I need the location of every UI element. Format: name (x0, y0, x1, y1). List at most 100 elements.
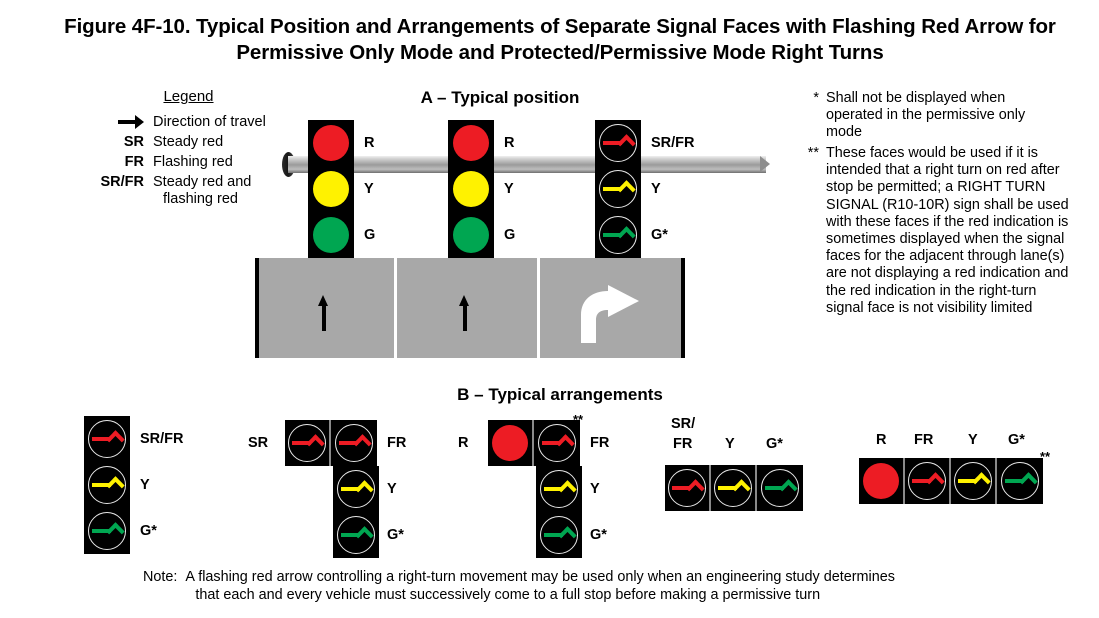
indication-red-ball[interactable] (308, 120, 354, 166)
mast-arm-tip (760, 156, 770, 172)
indication-yellow-arrow[interactable] (536, 466, 582, 512)
indication-green-arrow[interactable] (997, 458, 1043, 504)
lane-line-1 (394, 258, 397, 358)
label-arr5-y: Y (968, 432, 978, 448)
right-arrow-icon (544, 524, 577, 546)
arrangement-3-lower-column (536, 466, 582, 558)
right-arrow-icon (718, 477, 751, 499)
indication-green-arrow[interactable] (595, 212, 641, 258)
note-line-1: A flashing red arrow controlling a right… (185, 569, 895, 585)
right-arrow-icon (339, 432, 372, 454)
road-edge-left (255, 258, 259, 358)
label-arr1-srfr: SR/FR (140, 431, 184, 447)
indication-red-arrow-fr[interactable] (331, 420, 377, 466)
label-arr4-y: Y (725, 436, 735, 452)
right-arrow-icon (603, 178, 636, 200)
note-line-2: that each and every vehicle must success… (195, 587, 821, 603)
indication-yellow-arrow[interactable] (333, 466, 379, 512)
footnote-mark: * (813, 90, 819, 106)
arrangement-4-horizontal (665, 465, 803, 511)
label-head1-g: G (364, 227, 376, 243)
indication-yellow-arrow[interactable] (711, 465, 757, 511)
right-arrow-icon (603, 224, 636, 246)
label-arr3-r: R (458, 435, 469, 451)
indication-yellow-ball[interactable] (448, 166, 494, 212)
label-arr1-g: G* (140, 523, 157, 539)
indication-green-arrow[interactable] (536, 512, 582, 558)
indication-red-arrow[interactable] (665, 465, 711, 511)
legend-label-srfr-line2: flashing red (163, 191, 238, 207)
label-head3-g: G* (651, 227, 668, 243)
lane-marking-right-turn-arrow (575, 285, 647, 343)
arrangement-2-top-row (285, 420, 377, 466)
signal-head-through-middle (448, 120, 494, 258)
label-arr3-g: G* (590, 527, 607, 543)
right-arrow-icon (341, 524, 374, 546)
lane-marking-straight-arrow-2 (459, 295, 470, 331)
indication-green-ball[interactable] (308, 212, 354, 258)
right-arrow-icon (92, 428, 125, 450)
legend-label-srfr-line1: Steady red and (153, 174, 252, 190)
legend-key-sr: SR (123, 134, 144, 150)
legend-label-direction: Direction of travel (153, 114, 266, 130)
label-head2-r: R (504, 135, 515, 151)
label-arr1-y: Y (140, 477, 150, 493)
arrangement-1-vertical (84, 416, 130, 554)
right-arrow-icon (765, 477, 798, 499)
indication-red-arrow[interactable] (84, 416, 130, 462)
figure-title: Figure 4F-10. Typical Position and Arran… (64, 15, 1056, 64)
label-head1-r: R (364, 135, 375, 151)
signal-head-through-left (308, 120, 354, 258)
indication-red-arrow-sr[interactable] (285, 420, 331, 466)
label-arr4-g: G* (766, 436, 783, 452)
right-arrow-icon (92, 520, 125, 542)
right-arrow-icon (118, 115, 144, 130)
indication-yellow-arrow[interactable] (951, 458, 997, 504)
right-arrow-icon (542, 432, 575, 454)
label-arr5-g: G* (1008, 432, 1025, 448)
indication-red-arrow[interactable] (905, 458, 951, 504)
signal-head-right-turn (595, 120, 641, 258)
arrangement-2-lower-column (333, 466, 379, 558)
legend-item-sr: SR Steady red (70, 134, 285, 151)
right-arrow-icon (292, 432, 325, 454)
indication-yellow-ball[interactable] (308, 166, 354, 212)
indication-yellow-arrow[interactable] (595, 166, 641, 212)
label-arr4-srfr-line1: SR/ (671, 416, 696, 432)
legend-key-direction (70, 114, 153, 131)
label-arr3-y: Y (590, 481, 600, 497)
right-arrow-icon (958, 470, 991, 492)
right-arrow-icon (1005, 470, 1038, 492)
lane-line-2 (537, 258, 540, 358)
legend-key-srfr: SR/FR (100, 174, 145, 190)
note-text: A flashing red arrow controlling a right… (185, 568, 1023, 604)
legend-key-fr: FR (124, 154, 144, 170)
right-arrow-icon (603, 132, 636, 154)
legend-item-fr: FR Flashing red (70, 154, 285, 171)
label-head1-y: Y (364, 181, 374, 197)
label-head3-srfr: SR/FR (651, 135, 695, 151)
indication-red-ball[interactable] (448, 120, 494, 166)
footnote-double-asterisk: ** These faces would be used if it is in… (795, 145, 1075, 317)
indication-green-arrow[interactable] (757, 465, 803, 511)
indication-red-arrow-fr[interactable] (534, 420, 580, 466)
legend-item-direction: Direction of travel (70, 114, 285, 131)
right-arrow-icon (672, 477, 705, 499)
label-arr2-g: G* (387, 527, 404, 543)
arrangement-5-horizontal (859, 458, 1043, 504)
indication-red-ball[interactable] (488, 420, 534, 466)
indication-green-ball[interactable] (448, 212, 494, 258)
indication-red-ball[interactable] (859, 458, 905, 504)
legend-label-srfr: Steady red and flashing red (153, 174, 285, 208)
label-arr5-fr: FR (914, 432, 934, 448)
indication-yellow-arrow[interactable] (84, 462, 130, 508)
legend: Legend Direction of travel SR Steady red… (70, 88, 285, 211)
section-b-heading: B – Typical arrangements (457, 385, 663, 404)
right-arrow-icon (92, 474, 125, 496)
indication-green-arrow[interactable] (333, 512, 379, 558)
indication-red-arrow[interactable] (595, 120, 641, 166)
indication-green-arrow[interactable] (84, 508, 130, 554)
legend-label-fr: Flashing red (153, 154, 233, 170)
footnote-text: Shall not be displayed when operated in … (826, 90, 1026, 141)
